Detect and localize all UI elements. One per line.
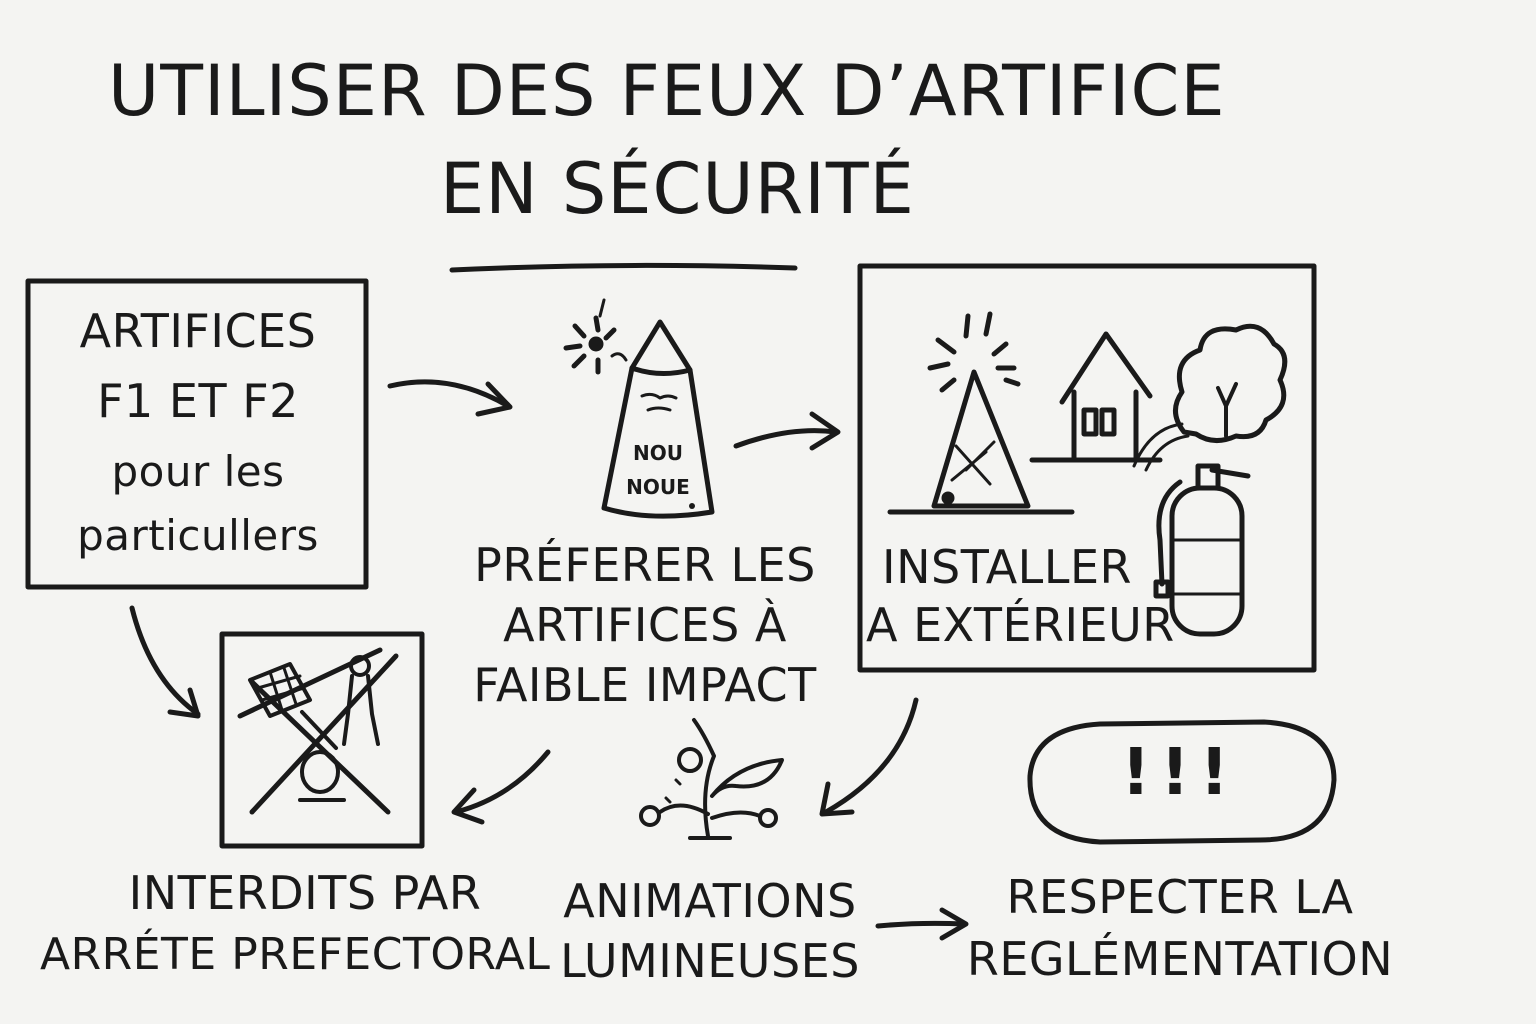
animations-line2: LUMINEUSES xyxy=(560,934,860,988)
warning-exclamations: !!! xyxy=(1121,736,1239,810)
house-icon xyxy=(1029,331,1163,463)
arrow-to-respecter xyxy=(875,907,969,941)
animations-line1: ANIMATIONS xyxy=(563,874,857,928)
preferer-line1: PRÉFERER LES xyxy=(474,538,816,592)
artifices-box xyxy=(25,278,369,590)
preferer-line3: FAIBLE IMPACT xyxy=(473,658,817,712)
installer-box xyxy=(857,263,1317,673)
installer-line1: INSTALLER xyxy=(882,540,1132,594)
cone-firework-icon xyxy=(563,298,715,519)
cone-label-bottom: NOUE xyxy=(626,475,690,499)
arrow-to-installer xyxy=(733,411,841,451)
page-title-line2: EN SÉCURITÉ xyxy=(440,148,915,230)
artifices-heading: ARTIFICES xyxy=(79,304,317,358)
preferer-line2: ARTIFICES À xyxy=(503,598,787,652)
title-underline xyxy=(449,262,798,273)
respecter-line1: RESPECTER LA xyxy=(1006,870,1354,924)
respecter-line2: REGLÉMENTATION xyxy=(966,932,1394,986)
warning-bubble xyxy=(1027,719,1337,845)
interdits-line1: INTERDITS PAR xyxy=(128,866,482,920)
page-title: UTILISER DES FEUX D’ARTIFICE xyxy=(108,50,1226,132)
arrow-to-preferer xyxy=(387,379,513,417)
artifices-audience: particullers xyxy=(77,511,319,560)
artifices-for: pour les xyxy=(111,447,285,496)
sprout-icon xyxy=(639,718,784,840)
artifices-classes: F1 ET F2 xyxy=(97,374,299,428)
forbidden-items-icon xyxy=(237,647,399,815)
tree-icon xyxy=(1132,323,1288,472)
cone-label-top: NOU xyxy=(633,441,683,465)
arrow-to-animations xyxy=(819,697,919,817)
fire-extinguisher-icon xyxy=(1153,463,1251,637)
interdits-line2: ARRÉTE PREFECTORAL xyxy=(40,929,551,980)
interdits-box xyxy=(219,631,425,849)
outdoor-cone-icon xyxy=(887,311,1075,515)
installer-line2: A EXTÉRIEUR xyxy=(866,598,1175,652)
arrow-to-interdits-from-box xyxy=(129,605,201,719)
arrow-to-interdits-from-preferer xyxy=(451,749,551,825)
